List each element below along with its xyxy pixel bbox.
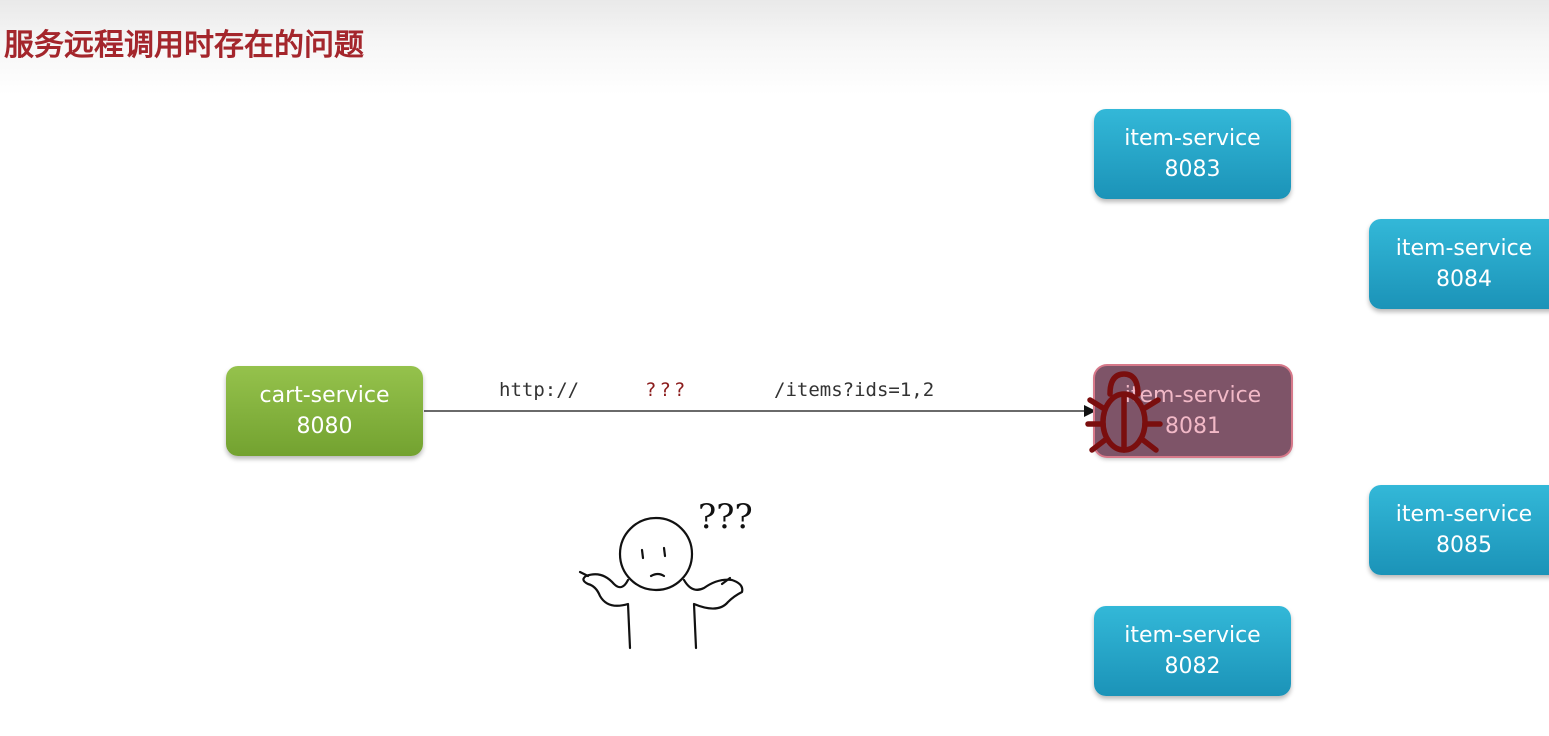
slide-title: 服务远程调用时存在的问题	[4, 28, 364, 63]
node-name: item-service	[1124, 623, 1261, 648]
url-scheme: http://	[499, 379, 580, 401]
node-port: 8082	[1164, 654, 1221, 679]
item-service-8085-node: item-service 8085	[1369, 485, 1549, 575]
confused-question-marks: ???	[698, 497, 753, 537]
node-port: 8080	[296, 414, 353, 439]
confused-person-illustration: ???	[578, 497, 753, 650]
node-port: 8084	[1436, 267, 1492, 292]
item-service-8084-node: item-service 8084	[1369, 219, 1549, 309]
node-name: cart-service	[259, 383, 390, 408]
node-name: item-service	[1395, 236, 1533, 261]
url-host-unknown: ???	[645, 379, 689, 401]
node-name: item-service	[1124, 126, 1261, 151]
item-service-8082-node: item-service 8082	[1094, 606, 1291, 696]
node-port: 8083	[1164, 157, 1221, 182]
item-service-8083-node: item-service 8083	[1094, 109, 1291, 199]
title-band	[0, 0, 1549, 95]
node-port: 8085	[1436, 533, 1492, 558]
url-path: /items?ids=1,2	[774, 379, 935, 401]
node-name: item-service	[1395, 502, 1533, 527]
item-service-8081-node-faulty: item-service 8081	[1095, 366, 1291, 456]
bug-icon	[1085, 371, 1163, 453]
node-port: 8081	[1165, 414, 1221, 439]
cart-service-node: cart-service 8080	[226, 366, 423, 456]
